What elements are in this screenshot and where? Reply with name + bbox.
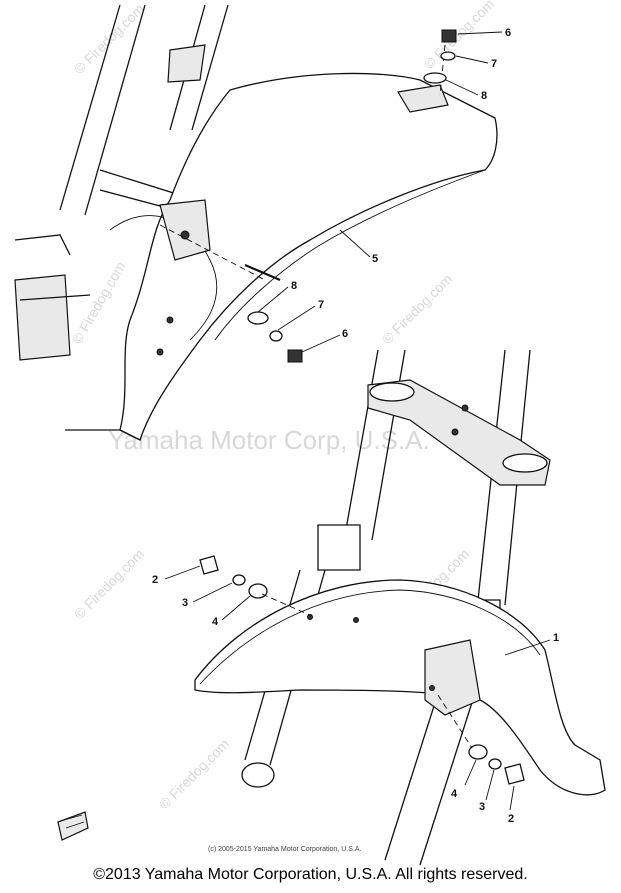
callout-5: 5 — [372, 253, 378, 265]
clamp-bolt-2 — [451, 428, 459, 436]
leader-2-right — [509, 785, 515, 811]
leader-7-upper — [455, 55, 489, 64]
copyright-small: (c) 2005-2015 Yamaha Motor Corporation, … — [208, 846, 361, 853]
callout-2-right: 2 — [508, 813, 514, 825]
rear-fender-bolt-hole-1 — [180, 230, 190, 240]
washer-8-upper — [423, 72, 447, 84]
rear-fender-stay — [109, 215, 218, 341]
bolt-2-right — [504, 763, 525, 785]
front-fender-bracket — [424, 639, 481, 716]
leader-8-upper — [445, 79, 479, 96]
front-fender-body — [194, 579, 606, 796]
rear-fender-bolt-hole-2 — [156, 348, 164, 356]
callout-8-lower: 8 — [291, 280, 297, 292]
lockwasher-3-left — [232, 574, 246, 586]
lockwasher-3-right — [488, 758, 502, 770]
rear-fender-bolt-hole-3 — [166, 316, 174, 324]
watermark-site-2: © Firedog.com — [421, 0, 497, 72]
watermark-main: Yamaha Motor Corp, U.S.A. — [108, 425, 430, 455]
fork-axle-left — [241, 762, 275, 788]
watermark-site-3: © Firedog.com — [69, 259, 129, 347]
frame-bracket — [167, 44, 206, 83]
clamp-ring-left — [369, 382, 415, 402]
leader-2-left — [164, 565, 201, 580]
watermark-site-5: © Firedog.com — [71, 546, 147, 622]
callout-8-upper: 8 — [481, 90, 487, 102]
alignment-line-top — [439, 44, 446, 96]
lockwasher-7-lower — [269, 330, 283, 342]
leader-3-left — [192, 582, 233, 603]
front-fender-hole-3 — [429, 685, 435, 691]
front-fender-hole-2 — [353, 617, 359, 623]
callout-3-right: 3 — [479, 801, 485, 813]
fork-slider-left — [317, 524, 361, 571]
clamp-ring-right — [502, 453, 548, 473]
lockwasher-7-upper — [440, 51, 456, 61]
washer-4-left — [248, 583, 268, 599]
upper-fender-assembly: 6 7 8 5 8 7 6 — [14, 4, 511, 441]
washer-4-right — [468, 744, 488, 760]
rear-fender-inner-rim — [214, 169, 486, 341]
callout-7-upper: 7 — [491, 58, 497, 70]
callout-6-upper: 6 — [505, 27, 511, 39]
callout-4-right: 4 — [451, 788, 458, 800]
callout-2-left: 2 — [152, 574, 158, 586]
clamp-bolt-1 — [461, 404, 469, 412]
callout-1: 1 — [553, 632, 559, 644]
watermark-site-4: © Firedog.com — [379, 271, 455, 347]
callout-4-left: 4 — [212, 616, 219, 628]
rear-fender-stud — [244, 263, 281, 282]
chassis-block — [14, 274, 71, 361]
frame-tube-left — [59, 4, 146, 216]
rear-fender-mount-plate — [397, 84, 449, 113]
detail-tag-lines — [63, 814, 85, 829]
front-fender-assembly: 2 3 4 1 4 3 2 — [57, 349, 606, 866]
watermark-site-7: © Firedog.com — [156, 736, 232, 812]
fork-triple-clamp — [367, 379, 551, 486]
leader-1 — [504, 639, 551, 656]
leader-4-left — [221, 595, 251, 621]
bolt-2-left — [199, 555, 219, 575]
chassis-strut — [14, 234, 91, 301]
leader-3-right — [485, 769, 495, 801]
alignment-line-front-left — [261, 593, 313, 617]
callout-7-lower: 7 — [318, 299, 324, 311]
callout-3-left: 3 — [182, 597, 188, 609]
leader-5 — [339, 229, 371, 258]
rear-fender-tail — [65, 429, 141, 441]
callout-6-lower: 6 — [342, 328, 348, 340]
washer-8-lower — [247, 311, 269, 325]
leader-7-lower — [277, 305, 316, 331]
leader-8-lower — [257, 286, 289, 313]
leader-6-upper — [457, 31, 503, 35]
rear-fender-body — [119, 72, 498, 441]
copyright-main: ©2013 Yamaha Motor Corporation, U.S.A. A… — [93, 866, 528, 883]
leader-6-lower — [301, 334, 341, 353]
bolt-6-upper — [441, 29, 457, 43]
bolt-6-lower — [287, 349, 303, 363]
front-fender-rim — [199, 589, 541, 685]
alignment-line-front-right — [437, 694, 473, 749]
leader-4-right — [464, 759, 477, 786]
